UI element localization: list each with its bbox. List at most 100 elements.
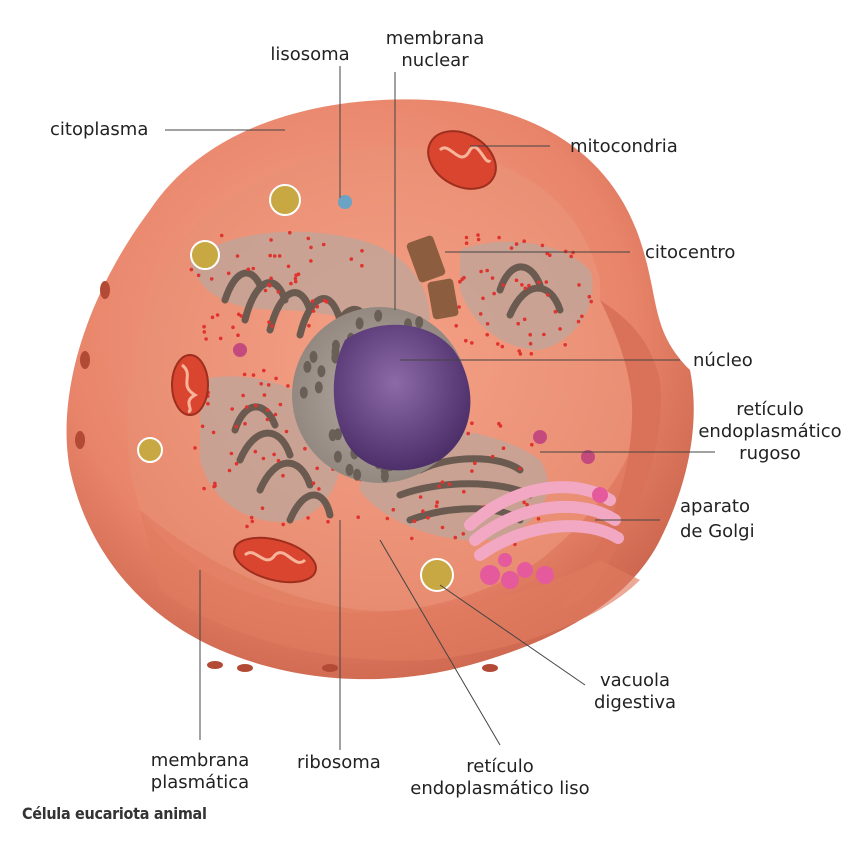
- ribosome-dot: [202, 324, 206, 329]
- ribosome-dot: [540, 243, 545, 248]
- label-rer-2: endoplasmático: [698, 421, 842, 442]
- ribosome-dot: [267, 282, 271, 287]
- ribosome-dot: [528, 332, 532, 337]
- ribosome-dot: [234, 461, 239, 466]
- ribosome-dot: [268, 253, 273, 258]
- label-vacuola-2: digestiva: [593, 692, 677, 713]
- ribosome-dot: [553, 309, 558, 314]
- ribosome-dot: [226, 271, 231, 276]
- ribosome-dot: [266, 383, 271, 387]
- ribosome-dot: [360, 263, 364, 268]
- ribosome-dot: [202, 330, 207, 334]
- label-mitocondria: mitocondria: [570, 136, 678, 157]
- ribosome-dot: [421, 509, 425, 513]
- ribosome-dot: [260, 506, 265, 511]
- ribosome-dot: [273, 412, 278, 417]
- ribosome-dot: [437, 484, 442, 489]
- ribosome-dot: [498, 424, 503, 428]
- ribosome-dot: [315, 304, 320, 309]
- ribosome-dot: [563, 343, 567, 347]
- ribosome-dot: [322, 298, 327, 303]
- ribosome-dot: [576, 319, 581, 324]
- ribosome-dot: [249, 515, 254, 520]
- ribosome-dot: [460, 277, 465, 282]
- ribosome-dot: [284, 429, 289, 434]
- ribosome-dot: [265, 417, 270, 422]
- cut-face-front: [140, 510, 640, 661]
- ribosome-dot: [293, 279, 298, 284]
- ribosome-dot: [462, 489, 466, 494]
- label-rer-1: retículo: [736, 399, 804, 420]
- ribosome-dot: [306, 516, 310, 520]
- ribosome-dot: [213, 481, 217, 486]
- ribosome-dot: [490, 276, 495, 280]
- label-ribosoma: ribosoma: [297, 752, 381, 773]
- ribosome-dot: [272, 254, 277, 258]
- ribosome-dot: [522, 317, 527, 322]
- ribosome-dot: [236, 333, 240, 338]
- ribosome-dot: [265, 408, 270, 412]
- ribosome-dot: [391, 507, 396, 512]
- label-citoplasma: citoplasma: [50, 119, 149, 140]
- label-golgi-2: de Golgi: [680, 521, 755, 542]
- nuclear-pore: [353, 468, 362, 481]
- ribosome-dot: [204, 337, 208, 341]
- ribosome-dot: [587, 294, 592, 299]
- ribosome-dot: [418, 495, 423, 499]
- ribosome-dot: [476, 233, 480, 237]
- ribosome-dot: [514, 242, 519, 246]
- ribosome-dot: [580, 314, 584, 319]
- ribosome-dot: [457, 305, 461, 309]
- ribosome-dot: [563, 249, 568, 254]
- ribosome-dot: [326, 519, 330, 524]
- ribosome-dot: [545, 293, 550, 297]
- ribosome-dot: [234, 424, 239, 429]
- nuclear-pore: [345, 463, 354, 476]
- ribosome-dot: [311, 309, 316, 313]
- label-golgi-1: aparato: [680, 496, 750, 517]
- ribosome-dot: [513, 542, 517, 547]
- ribosome-dot: [211, 430, 216, 435]
- ribosome-dot: [464, 235, 469, 240]
- ribosome-dot: [523, 286, 528, 291]
- ribosome-dot: [426, 516, 430, 520]
- ribosome-dot: [210, 315, 215, 320]
- ribosome-dot: [544, 280, 549, 284]
- ribosome-dot: [360, 249, 364, 253]
- ribosome-dot: [270, 324, 274, 328]
- ribosome-dot: [479, 269, 483, 274]
- ribosome-dot: [278, 402, 283, 407]
- ribosome-dot: [490, 454, 495, 459]
- label-membrana-plasmatica-1: membrana: [150, 750, 250, 771]
- label-citocentro: citocentro: [645, 242, 736, 263]
- ribosome-dot: [461, 532, 466, 536]
- ribosome-dot: [306, 236, 311, 241]
- ribosome-dot: [434, 504, 439, 508]
- ribosome-dot: [520, 283, 524, 287]
- ribosome-dot: [215, 313, 220, 317]
- ribosome-dot: [307, 323, 311, 328]
- ribosome-dot: [263, 288, 268, 293]
- ribosome-dot: [236, 312, 241, 317]
- ribosome-dot: [458, 279, 462, 284]
- ribosome-dot: [276, 458, 281, 463]
- ribosome-dot: [317, 487, 321, 491]
- ribosome-dot: [500, 344, 505, 349]
- ribosome-dot: [525, 503, 529, 507]
- ribosome-dot: [200, 424, 205, 429]
- ribosome-dot: [410, 536, 414, 541]
- ribosome-dot: [516, 321, 520, 326]
- centrioles: [406, 235, 459, 320]
- ribosome-dot: [440, 525, 445, 530]
- ribosome-dot: [447, 482, 452, 487]
- label-vacuola-1: vacuola: [599, 670, 671, 691]
- ribosome-dot: [286, 384, 290, 388]
- ribosome-dot: [230, 407, 234, 411]
- ribosome-dot: [476, 237, 481, 242]
- label-membrana-plasmatica-2: plasmática: [150, 772, 250, 793]
- ribosome-dot: [529, 352, 534, 356]
- ribosome-dot: [196, 273, 201, 278]
- ribosome-dot: [242, 372, 247, 377]
- ribosome-dot: [412, 519, 417, 523]
- ribosome-dot: [281, 522, 286, 527]
